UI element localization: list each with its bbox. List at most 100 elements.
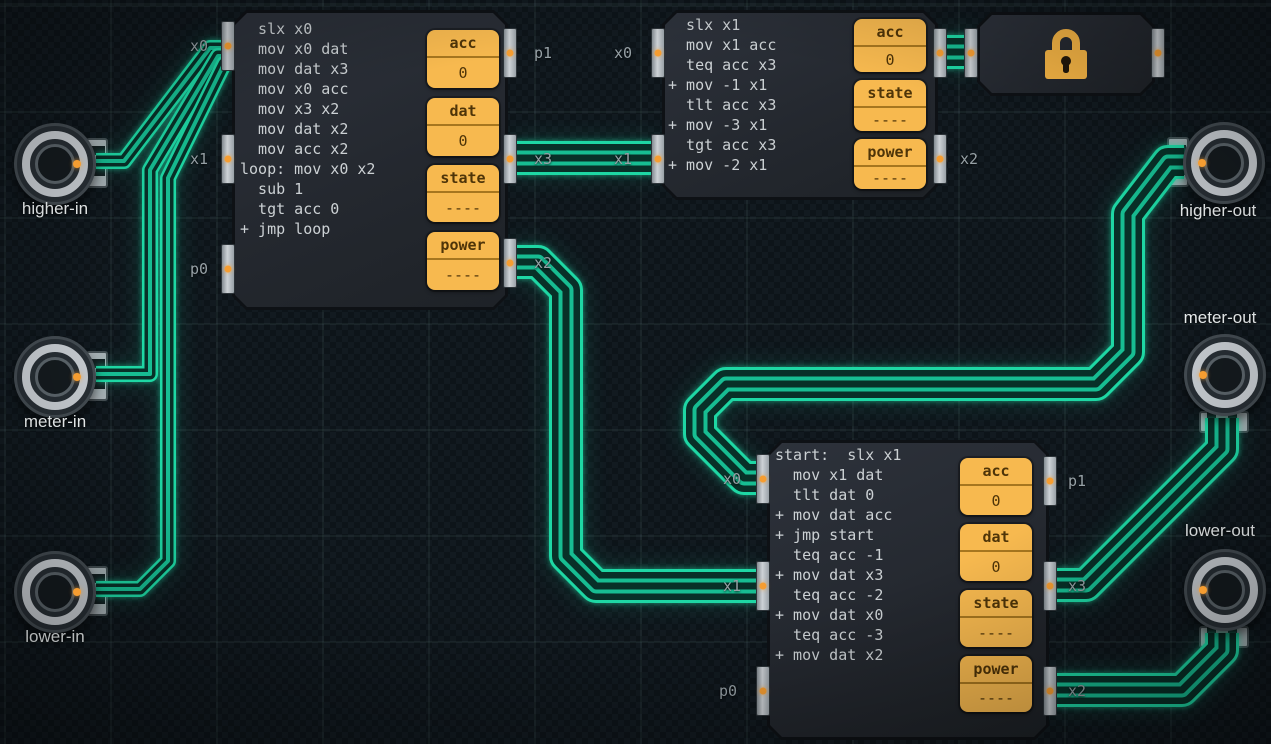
register-name: dat [427, 98, 499, 126]
register-name: power [427, 232, 499, 260]
register-name: power [960, 656, 1032, 684]
chip3-pin-x0[interactable] [756, 454, 770, 504]
chip2-register-acc: acc 0 [854, 19, 926, 72]
pin-dot [224, 265, 232, 273]
pin-dot [224, 42, 232, 50]
chip1-register-dat: dat 0 [427, 98, 499, 156]
pad-pin-dot [73, 588, 81, 596]
register-value: 0 [991, 491, 1001, 510]
register-name: dat [960, 524, 1032, 552]
chip1-pin-label-p0: p0 [190, 260, 209, 278]
chip3-pin-label-x1: x1 [723, 577, 742, 595]
chip3-pin-x1[interactable] [756, 561, 770, 611]
register-name: power [854, 139, 926, 167]
pin-dot [506, 259, 514, 267]
io-pad-higher-in[interactable] [14, 123, 96, 205]
pin-dot [759, 582, 767, 590]
chip1-pin-p0[interactable] [221, 244, 235, 294]
pin-dot [1154, 49, 1162, 57]
chip1-pin-x2[interactable] [503, 238, 517, 288]
chip1-pin-p1[interactable] [503, 28, 517, 78]
chip2-register-power: power ---- [854, 139, 926, 189]
chip2-register-state: state ---- [854, 80, 926, 131]
pin-dot [654, 49, 662, 57]
locked-chip-pin-right[interactable] [1151, 28, 1165, 78]
pad-label-meter-in: meter-in [23, 412, 87, 431]
pin-dot [1046, 582, 1054, 590]
pin-dot [654, 155, 662, 163]
chip3-pin-p1[interactable] [1043, 456, 1057, 506]
wire-chip3-x0-to-higher-out[interactable] [696, 158, 1184, 482]
pad-pin-dot [73, 160, 81, 168]
register-value: 0 [991, 557, 1001, 576]
pad-label-lower-in: lower-in [25, 627, 85, 646]
io-pad-meter-in[interactable] [14, 336, 96, 418]
wire-chip3-x0-to-higher-out[interactable] [683, 145, 1185, 495]
pad-pin-dot [1198, 159, 1206, 167]
wire-chip3-x2-to-lower-out[interactable] [1054, 633, 1226, 694]
chip2-pin-x1[interactable] [651, 134, 665, 184]
register-name: acc [427, 30, 499, 58]
chip2-code[interactable]: slx x1 mov x1 acc teq acc x3 + mov -1 x1… [668, 16, 777, 174]
chip2-pin-label-x2: x2 [960, 150, 979, 168]
chip3-register-acc: acc 0 [960, 458, 1032, 515]
chip2-pin-x3[interactable] [933, 28, 947, 78]
pad-pin-dot [1199, 371, 1207, 379]
chip3-pin-label-p0: p0 [719, 682, 738, 700]
chip3-pin-p0[interactable] [756, 666, 770, 716]
io-pad-meter-out[interactable] [1184, 334, 1266, 416]
wire-meter-in-to-chip1-x0[interactable] [96, 54, 226, 376]
chip3-pin-x2[interactable] [1043, 666, 1057, 716]
register-name: state [854, 80, 926, 108]
chip2-pin-x0[interactable] [651, 28, 665, 78]
pad-label-meter-out: meter-out [1183, 308, 1257, 327]
pin-dot [1046, 477, 1054, 485]
pin-dot [506, 155, 514, 163]
pad-label-higher-out: higher-out [1179, 201, 1257, 220]
wire-chip1-x2-to-chip3-x1[interactable] [512, 245, 762, 603]
pad-pin-dot [1199, 586, 1207, 594]
chip-locked[interactable] [977, 12, 1155, 96]
register-value: ---- [977, 689, 1015, 707]
chip3-pin-label-x0: x0 [723, 470, 742, 488]
wire-chip1-x2-to-chip3-x1[interactable] [512, 258, 762, 590]
chip1-pin-x0[interactable] [221, 21, 235, 71]
register-value: ---- [444, 198, 482, 217]
chip3-register-state: state ---- [960, 590, 1032, 647]
chip3-pin-x3[interactable] [1043, 561, 1057, 611]
chip3-register-dat: dat 0 [960, 524, 1032, 581]
register-name: state [960, 590, 1032, 618]
chip1-pin-label-x1: x1 [190, 150, 209, 168]
chip3-code[interactable]: start: slx x1 mov x1 dat tlt dat 0 + mov… [775, 446, 902, 664]
chip1-pin-label-x0: x0 [190, 37, 209, 55]
chip2-pin-x2[interactable] [933, 134, 947, 184]
wire-chip3-x3-to-meter-out[interactable] [1054, 418, 1226, 589]
chip3-pin-label-x3: x3 [1068, 577, 1087, 595]
register-value: ---- [871, 169, 909, 187]
chip1-pin-label-x3: x3 [534, 150, 553, 168]
pin-dot [967, 49, 975, 57]
chip1-pin-x3[interactable] [503, 134, 517, 184]
register-value: 0 [458, 132, 468, 150]
pin-dot [936, 155, 944, 163]
register-value: ---- [977, 623, 1015, 642]
register-name: state [427, 165, 499, 193]
pad-label-higher-in: higher-in [21, 199, 89, 218]
chip1-pin-label-p1: p1 [534, 44, 553, 62]
chip1-pin-x1[interactable] [221, 134, 235, 184]
register-value: ---- [871, 110, 909, 129]
chip2-pin-label-x0: x0 [614, 44, 633, 62]
io-pad-lower-out[interactable] [1184, 549, 1266, 631]
chip3-register-power: power ---- [960, 656, 1032, 712]
chip1-code[interactable]: slx x0 mov x0 dat mov dat x3 mov x0 acc … [240, 20, 376, 238]
chip1-register-power: power ---- [427, 232, 499, 290]
chip1-pin-label-x2: x2 [534, 254, 553, 272]
io-pad-higher-out[interactable] [1183, 122, 1265, 204]
io-pad-lower-in[interactable] [14, 551, 96, 633]
locked-chip-pin-left[interactable] [964, 28, 978, 78]
padlock-icon [1039, 26, 1093, 82]
pin-dot [506, 49, 514, 57]
pin-dot [1046, 687, 1054, 695]
